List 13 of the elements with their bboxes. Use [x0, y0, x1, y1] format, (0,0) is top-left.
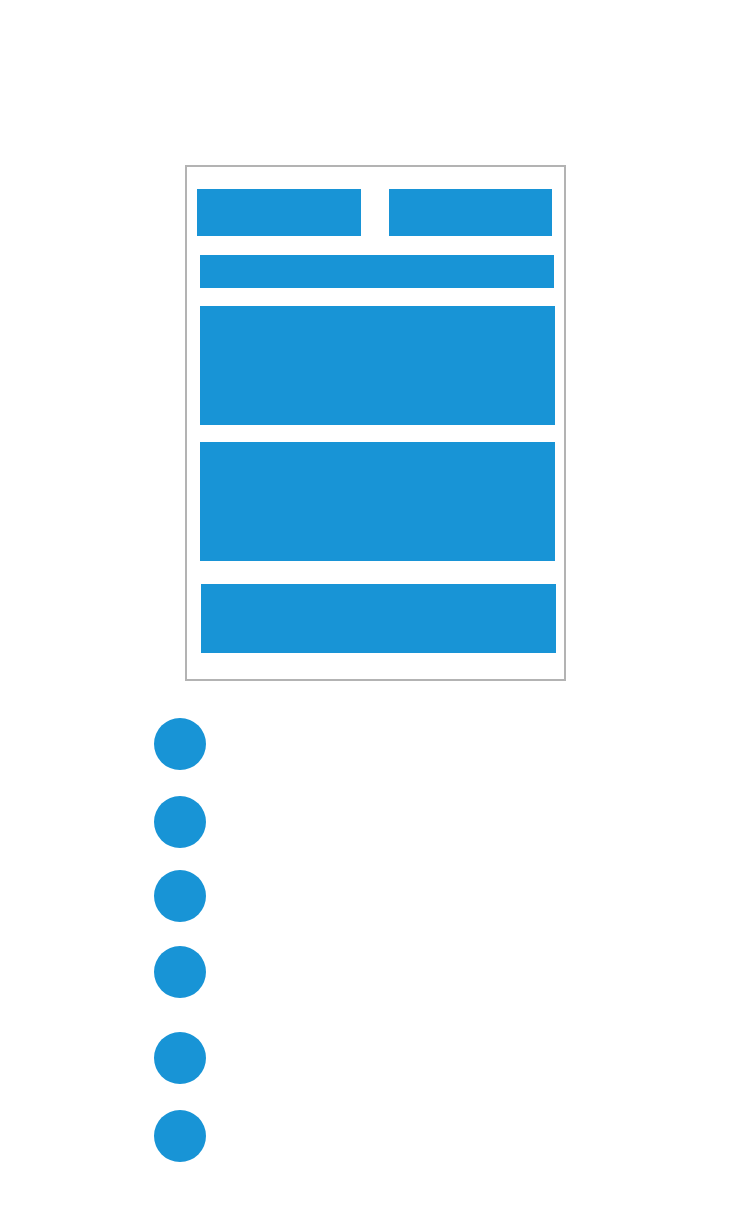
bullet-circle	[154, 946, 206, 998]
bullet-circle	[154, 1110, 206, 1162]
frame-box	[185, 165, 566, 681]
bullet-circle	[154, 1032, 206, 1084]
block-box	[200, 255, 554, 288]
block-box	[200, 306, 555, 425]
bullet-circle	[154, 718, 206, 770]
block-box	[201, 584, 556, 653]
block-box	[389, 189, 552, 236]
block-box	[197, 189, 361, 236]
bullet-circle	[154, 870, 206, 922]
bullet-circle	[154, 796, 206, 848]
block-box	[200, 442, 555, 561]
